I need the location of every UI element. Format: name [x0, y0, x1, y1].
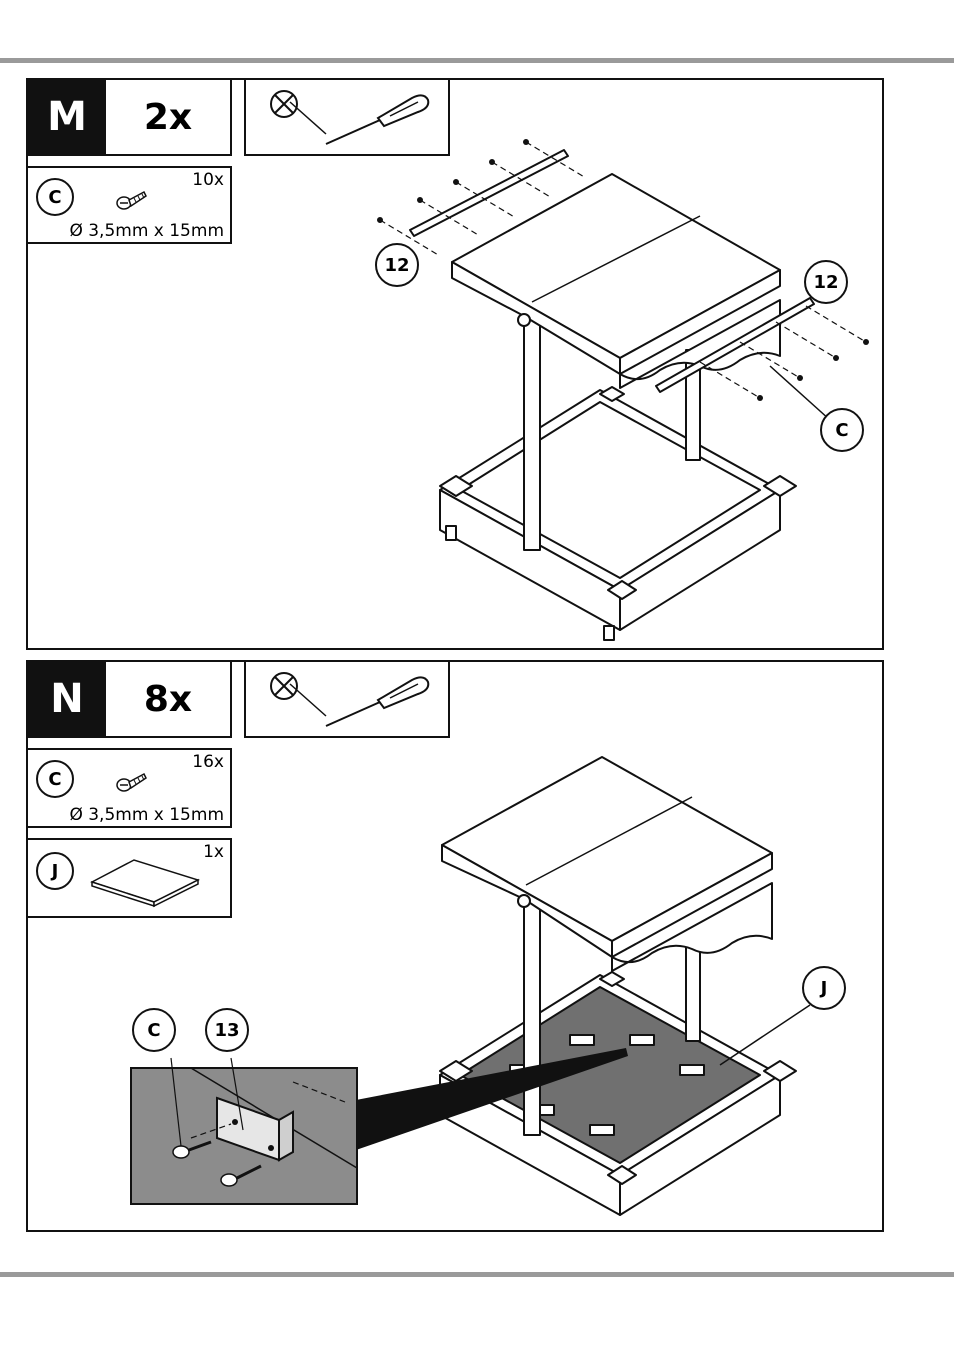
step-n-header: N 8x [26, 660, 232, 738]
crossed-circle-icon [270, 90, 298, 118]
part-dimensions: Ø 3,5mm x 15mm [69, 221, 224, 241]
step-count: 8x [143, 678, 193, 720]
part-quantity: 16x [192, 752, 224, 772]
board-icon [90, 859, 200, 908]
step-letter: N [28, 662, 106, 736]
step-n-detail-wedge [356, 1048, 628, 1150]
crossed-circle-icon [270, 672, 298, 700]
callout-c: C [132, 1008, 176, 1052]
callout-12-left: 12 [375, 243, 419, 287]
step-n-tool-box [244, 660, 450, 738]
part-label-j: J [36, 852, 74, 890]
screwdriver-icon [289, 94, 430, 145]
screwdriver-icon [289, 676, 430, 727]
part-label-c: C [36, 760, 74, 798]
part-dimensions: Ø 3,5mm x 15mm [69, 805, 224, 825]
step-m-part-c: C 10x Ø 3,5mm x 15mm [26, 166, 232, 244]
step-count: 2x [143, 96, 193, 138]
step-n-part-j: J 1x [26, 838, 232, 918]
callout-13: 13 [205, 1008, 249, 1052]
step-n-part-c: C 16x Ø 3,5mm x 15mm [26, 748, 232, 828]
step-m-tool-box [244, 78, 450, 156]
top-rule [0, 58, 954, 63]
callout-12-right: 12 [804, 260, 848, 304]
step-n-detail-inset [130, 1057, 358, 1205]
part-label-c: C [36, 178, 74, 216]
screw-icon [116, 190, 147, 210]
screw-icon [116, 772, 147, 792]
callout-j: J [802, 966, 846, 1010]
step-m-header: M 2x [26, 78, 232, 156]
bottom-rule [0, 1272, 954, 1277]
part-quantity: 1x [203, 842, 224, 862]
step-letter: M [28, 80, 106, 154]
step-n-sandbox-illustration [439, 756, 811, 1216]
part-quantity: 10x [192, 170, 224, 190]
step-m-sandbox-illustration [377, 139, 869, 641]
callout-c: C [820, 408, 864, 452]
